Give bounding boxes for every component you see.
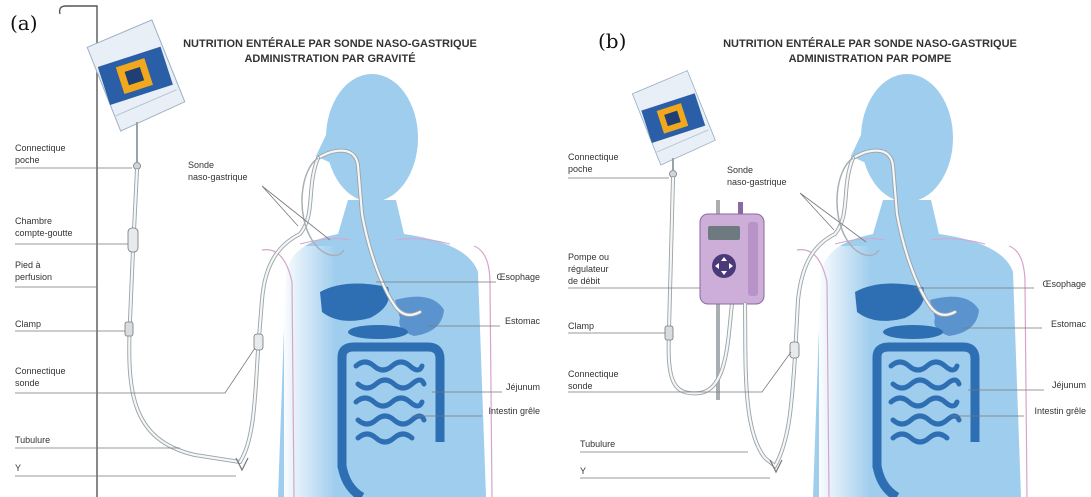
label-jejunum: Jéjunum xyxy=(506,382,540,392)
clamp xyxy=(125,322,133,336)
panel-a-title-line1: NUTRITION ENTÉRALE PAR SONDE NASO-GASTRI… xyxy=(183,37,477,50)
label-b-connectique-poche-1: Connectique xyxy=(568,152,619,162)
panel-b: (b) NUTRITION ENTÉRALE PAR SONDE NASO-GA… xyxy=(568,29,1086,497)
gravity-tube-outline xyxy=(129,170,240,462)
tube-connector-b xyxy=(790,342,799,358)
iv-pole xyxy=(60,6,97,497)
gravity-tube-core xyxy=(129,170,240,462)
label-oesophage: Œsophage xyxy=(496,272,540,282)
label-chambre-2: compte-goutte xyxy=(15,228,73,238)
label-b-connectique-poche-2: poche xyxy=(568,164,593,174)
label-b-pompe-1: Pompe ou xyxy=(568,252,609,262)
panel-b-bag-wrap xyxy=(631,69,718,167)
panel-b-tag: (b) xyxy=(598,29,626,53)
label-connectique-sonde-1: Connectique xyxy=(15,366,66,376)
label-b-estomac: Estomac xyxy=(1051,319,1087,329)
label-b-oesophage: Œsophage xyxy=(1042,279,1086,289)
label-estomac: Estomac xyxy=(505,316,541,326)
drip-chamber xyxy=(128,228,138,252)
panel-b-title-line2: ADMINISTRATION PAR POMPE xyxy=(789,53,952,65)
label-connectique-poche-2: poche xyxy=(15,155,40,165)
label-pied-2: perfusion xyxy=(15,272,52,282)
label-chambre-1: Chambre xyxy=(15,216,52,226)
panel-a-body xyxy=(262,74,492,497)
clamp-b xyxy=(665,326,673,340)
label-b-jejunum: Jéjunum xyxy=(1052,380,1086,390)
label-b-y: Y xyxy=(580,466,586,476)
label-b-sonde-2: naso-gastrique xyxy=(727,177,787,187)
label-b-connectique-sonde-1: Connectique xyxy=(568,369,619,379)
panel-b-title-line1: NUTRITION ENTÉRALE PAR SONDE NASO-GASTRI… xyxy=(723,37,1017,50)
feeding-pump xyxy=(700,202,764,304)
label-connectique-sonde-2: sonde xyxy=(15,378,40,388)
label-sonde-1: Sonde xyxy=(188,160,214,170)
tube-connector xyxy=(254,334,263,350)
label-b-clamp: Clamp xyxy=(568,321,594,331)
label-y: Y xyxy=(15,463,21,473)
label-b-connectique-sonde-2: sonde xyxy=(568,381,593,391)
label-intestin: Intestin grêle xyxy=(488,406,540,416)
label-b-pompe-2: régulateur xyxy=(568,264,609,274)
label-b-pompe-3: de débit xyxy=(568,276,601,286)
label-clamp: Clamp xyxy=(15,319,41,329)
panel-a: (a) NUTRITION ENTÉRALE PAR SONDE NASO-GA… xyxy=(10,6,540,497)
label-connectique-poche-1: Connectique xyxy=(15,143,66,153)
panel-b-body xyxy=(797,74,1027,497)
label-tubulure: Tubulure xyxy=(15,435,50,445)
label-sonde-2: naso-gastrique xyxy=(188,172,248,182)
panel-a-title-line2: ADMINISTRATION PAR GRAVITÉ xyxy=(244,52,415,65)
label-b-sonde-1: Sonde xyxy=(727,165,753,175)
panel-a-tag: (a) xyxy=(10,11,38,35)
pump-screen xyxy=(708,226,740,240)
label-b-tubulure: Tubulure xyxy=(580,439,615,449)
label-b-intestin: Intestin grêle xyxy=(1034,406,1086,416)
label-pied-1: Pied à xyxy=(15,260,41,270)
panel-a-bag-wrap xyxy=(85,18,187,133)
pump-side-panel xyxy=(748,222,758,296)
